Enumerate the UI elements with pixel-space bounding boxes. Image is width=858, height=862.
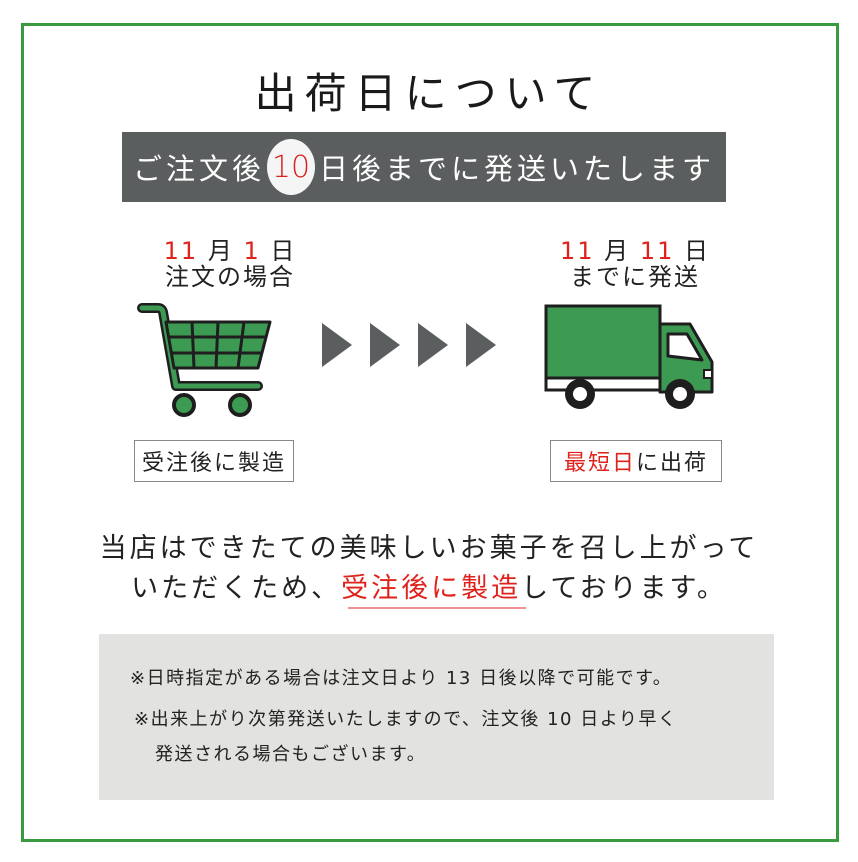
order-date: 11 月 1 日	[140, 238, 320, 264]
description-line-2: いただくため、受注後に製造しております。	[0, 566, 858, 605]
ship-text: に出荷	[636, 451, 709, 476]
ship-date-heading: 11 月 11 日 までに発送	[540, 238, 730, 290]
description-prefix: いただくため、	[131, 573, 342, 604]
month-unit: 月	[604, 237, 631, 265]
description-line-1: 当店はできたての美味しいお菓子を召し上がって	[99, 533, 759, 564]
month-unit: 月	[207, 237, 234, 265]
made-to-order-tag: 受注後に製造	[134, 440, 294, 482]
arrow-right-icon	[466, 323, 496, 367]
ship-caption: までに発送	[570, 263, 700, 291]
note-item: 発送される場合もございます。	[155, 744, 427, 765]
earliest-ship-tag: 最短日 に出荷	[550, 440, 722, 482]
order-month: 11	[163, 237, 199, 265]
order-date-heading: 11 月 1 日 注文の場合	[140, 238, 320, 290]
ship-day: 11	[639, 237, 675, 265]
shipping-banner: ご注文後 10 日後までに発送いたします	[122, 132, 726, 202]
banner-prefix: ご注文後	[132, 152, 265, 186]
arrow-right-icon	[418, 323, 448, 367]
page-frame	[21, 23, 839, 842]
progress-arrows	[322, 323, 496, 367]
ship-date: 11 月 11 日	[540, 238, 730, 264]
day-unit: 日	[684, 237, 710, 265]
delivery-truck-icon	[544, 304, 714, 409]
order-day: 1	[243, 237, 261, 265]
order-caption: 注文の場合	[165, 263, 295, 291]
days-badge: 10	[267, 139, 315, 195]
banner-suffix: 日後までに発送いたします	[319, 152, 716, 186]
day-unit: 日	[270, 237, 297, 265]
note-item: ※日時指定がある場合は注文日より 13 日後以降で可能です。	[130, 668, 673, 689]
earliest-day-text: 最短日	[563, 451, 636, 476]
shopping-cart-icon	[137, 303, 272, 417]
arrow-right-icon	[322, 323, 352, 367]
arrow-right-icon	[370, 323, 400, 367]
ship-month: 11	[559, 237, 595, 265]
note-item: ※出来上がり次第発送いたしますので、注文後 10 日より早く	[134, 709, 678, 730]
description-suffix: しております。	[521, 573, 727, 604]
description-highlight: 受注後に製造	[341, 573, 522, 604]
notes-box	[99, 634, 774, 800]
highlight-underline	[348, 607, 526, 609]
page-title: 出荷日について	[254, 69, 604, 118]
